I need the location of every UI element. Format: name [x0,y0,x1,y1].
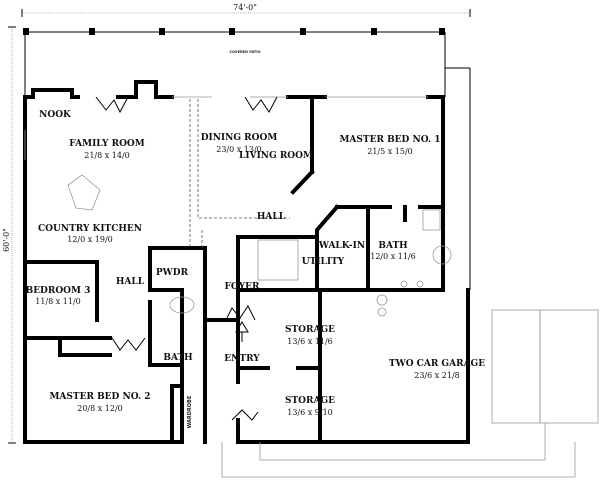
pwdr-label: PWDR [156,268,189,278]
dining-room-label: DINING ROOM [201,133,278,143]
width-dimension: 74'-0" [233,3,257,12]
walk-in-label: WALK-IN [318,241,365,251]
garage-label: TWO CAR GARAGE [389,359,485,369]
hall-west-label: HALL [116,277,145,287]
entry-label: ENTRY [224,354,260,364]
room-labels: NOOK FAMILY ROOM 21/8 x 14/0 DINING ROOM… [26,110,486,428]
covered-patio-label: COVERED PATIO [229,50,260,54]
dining-room-size: 23/0 x 13/0 [216,145,262,154]
master-bath-label: BATH [378,241,408,251]
open-area-boundaries [189,99,290,248]
storage-2-size: 13/6 x 9/10 [287,408,333,417]
doors [95,96,278,421]
garage-size: 23/6 x 21/8 [414,371,460,380]
hall-label: HALL [257,212,286,222]
master-bed-1-size: 21/5 x 15/0 [367,147,413,156]
wardrobe-label: WARDROBE [187,395,193,428]
garage-details [221,294,599,478]
storage-2-label: STORAGE [285,396,335,406]
master-bed-1-label: MASTER BED NO. 1 [339,135,440,145]
country-kitchen-label: COUNTRY KITCHEN [38,224,142,234]
master-bed-2-size: 20/8 x 12/0 [77,404,123,413]
living-room-label: LIVING ROOM [239,151,313,161]
master-bed-2-label: MASTER BED NO. 2 [49,392,150,402]
bedroom-3-size: 11/8 x 11/0 [35,297,81,306]
fixtures [67,174,452,342]
interior-walls [23,95,445,444]
storage-1-label: STORAGE [285,325,335,335]
depth-dimension: 60'-0" [2,228,11,252]
family-room-size: 21/8 x 14/0 [84,151,130,160]
master-bath-size: 12/0 x 11/6 [370,252,416,261]
family-room-label: FAMILY ROOM [69,139,144,149]
dimension-lines [8,9,471,444]
country-kitchen-size: 12/0 x 19/0 [67,235,113,244]
utility-label: UTILITY [302,257,345,267]
windows [24,96,428,160]
bath-2-label: BATH [163,353,193,363]
covered-patio [23,28,471,290]
bedroom-3-label: BEDROOM 3 [26,286,91,296]
nook-label: NOOK [39,110,72,120]
exterior-walls [23,80,470,444]
foyer-label: FOYER [225,282,261,292]
storage-1-size: 13/6 x 11/6 [287,337,333,346]
